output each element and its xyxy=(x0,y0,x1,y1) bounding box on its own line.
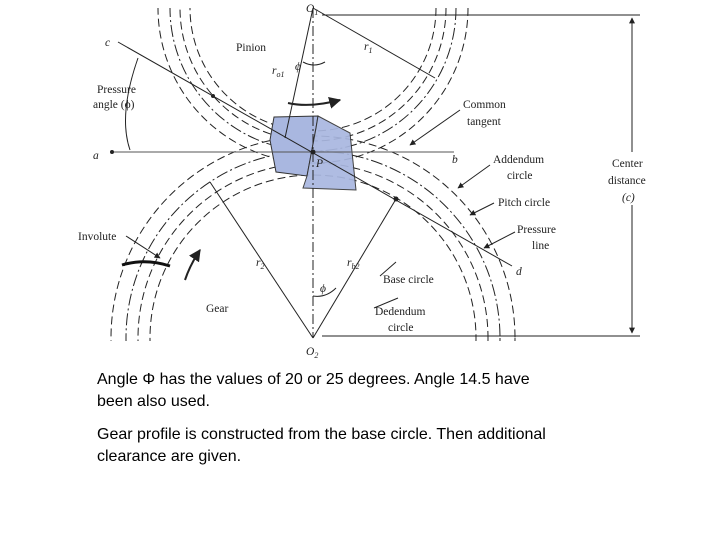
caption-gear-profile: Gear profile is constructed from the bas… xyxy=(97,426,546,465)
involute-curve xyxy=(121,260,171,268)
label-pressure-line-2: line xyxy=(532,240,549,252)
label-phi-top: ϕ xyxy=(295,61,301,73)
gear-dedendum-circle xyxy=(149,174,477,341)
gear-base-circle xyxy=(137,162,489,341)
label-center-distance-2: distance xyxy=(608,175,646,187)
label-pinion: Pinion xyxy=(236,42,266,54)
gear-rotation-arrow xyxy=(184,249,201,281)
label-addendum-2: circle xyxy=(507,170,533,182)
label-base-circle: Base circle xyxy=(383,274,434,286)
label-o2: O2 xyxy=(306,346,318,360)
phi-arc-top xyxy=(302,61,326,66)
label-common-tangent: Common xyxy=(463,99,506,111)
radius-r1 xyxy=(312,7,436,79)
label-gear: Gear xyxy=(206,303,229,315)
leader-dedendum xyxy=(373,297,399,309)
pinion-rotation-arrow xyxy=(287,96,342,109)
label-common-tangent-2: tangent xyxy=(467,116,502,128)
label-b: b xyxy=(452,154,458,166)
label-pitch-circle: Pitch circle xyxy=(498,197,550,209)
label-dedendum-2: circle xyxy=(388,322,414,334)
gear-tooth xyxy=(302,115,357,191)
leader-involute xyxy=(125,235,161,259)
caption-pressure-angle: Angle Φ has the values of 20 or 25 degre… xyxy=(97,371,530,410)
label-a: a xyxy=(93,150,99,162)
gear-meshing-diagram: O1 c Pinion r1 ro1 ϕ Pressure angle (ϕ) … xyxy=(78,3,646,360)
label-center-distance-3: (c) xyxy=(622,192,635,204)
label-d: d xyxy=(516,266,522,278)
label-r2: r2 xyxy=(256,257,264,271)
label-rb2: rb2 xyxy=(347,257,359,271)
label-center-distance: Center xyxy=(612,158,643,170)
label-dedendum: Dedendum xyxy=(375,306,426,318)
label-pressure-line: Pressure xyxy=(517,224,556,236)
radius-ro1 xyxy=(284,7,314,139)
leader-pressure-line xyxy=(483,231,516,249)
label-ro1: ro1 xyxy=(272,65,284,79)
pressure-line xyxy=(117,41,513,267)
leader-base-circle xyxy=(379,261,397,277)
label-addendum: Addendum xyxy=(493,154,544,166)
pressure-angle-arc xyxy=(125,57,139,151)
label-pressure-angle-2: angle (ϕ) xyxy=(93,99,135,111)
label-phi-bottom: ϕ xyxy=(320,283,326,295)
phi-arc-bottom xyxy=(312,287,337,297)
leader-pitch-circle xyxy=(469,202,495,216)
leader-common-tangent xyxy=(409,109,461,146)
label-pressure-angle: Pressure xyxy=(97,84,136,96)
point-a xyxy=(110,150,114,154)
leader-addendum xyxy=(457,164,491,189)
radius-rb2 xyxy=(312,198,397,339)
tangent-point-pinion xyxy=(211,94,215,98)
label-r1: r1 xyxy=(364,41,372,55)
label-involute: Involute xyxy=(78,231,116,243)
label-c: c xyxy=(105,37,110,49)
label-o1: O1 xyxy=(306,3,318,17)
radius-r2 xyxy=(209,181,314,339)
label-p: P xyxy=(315,158,323,170)
